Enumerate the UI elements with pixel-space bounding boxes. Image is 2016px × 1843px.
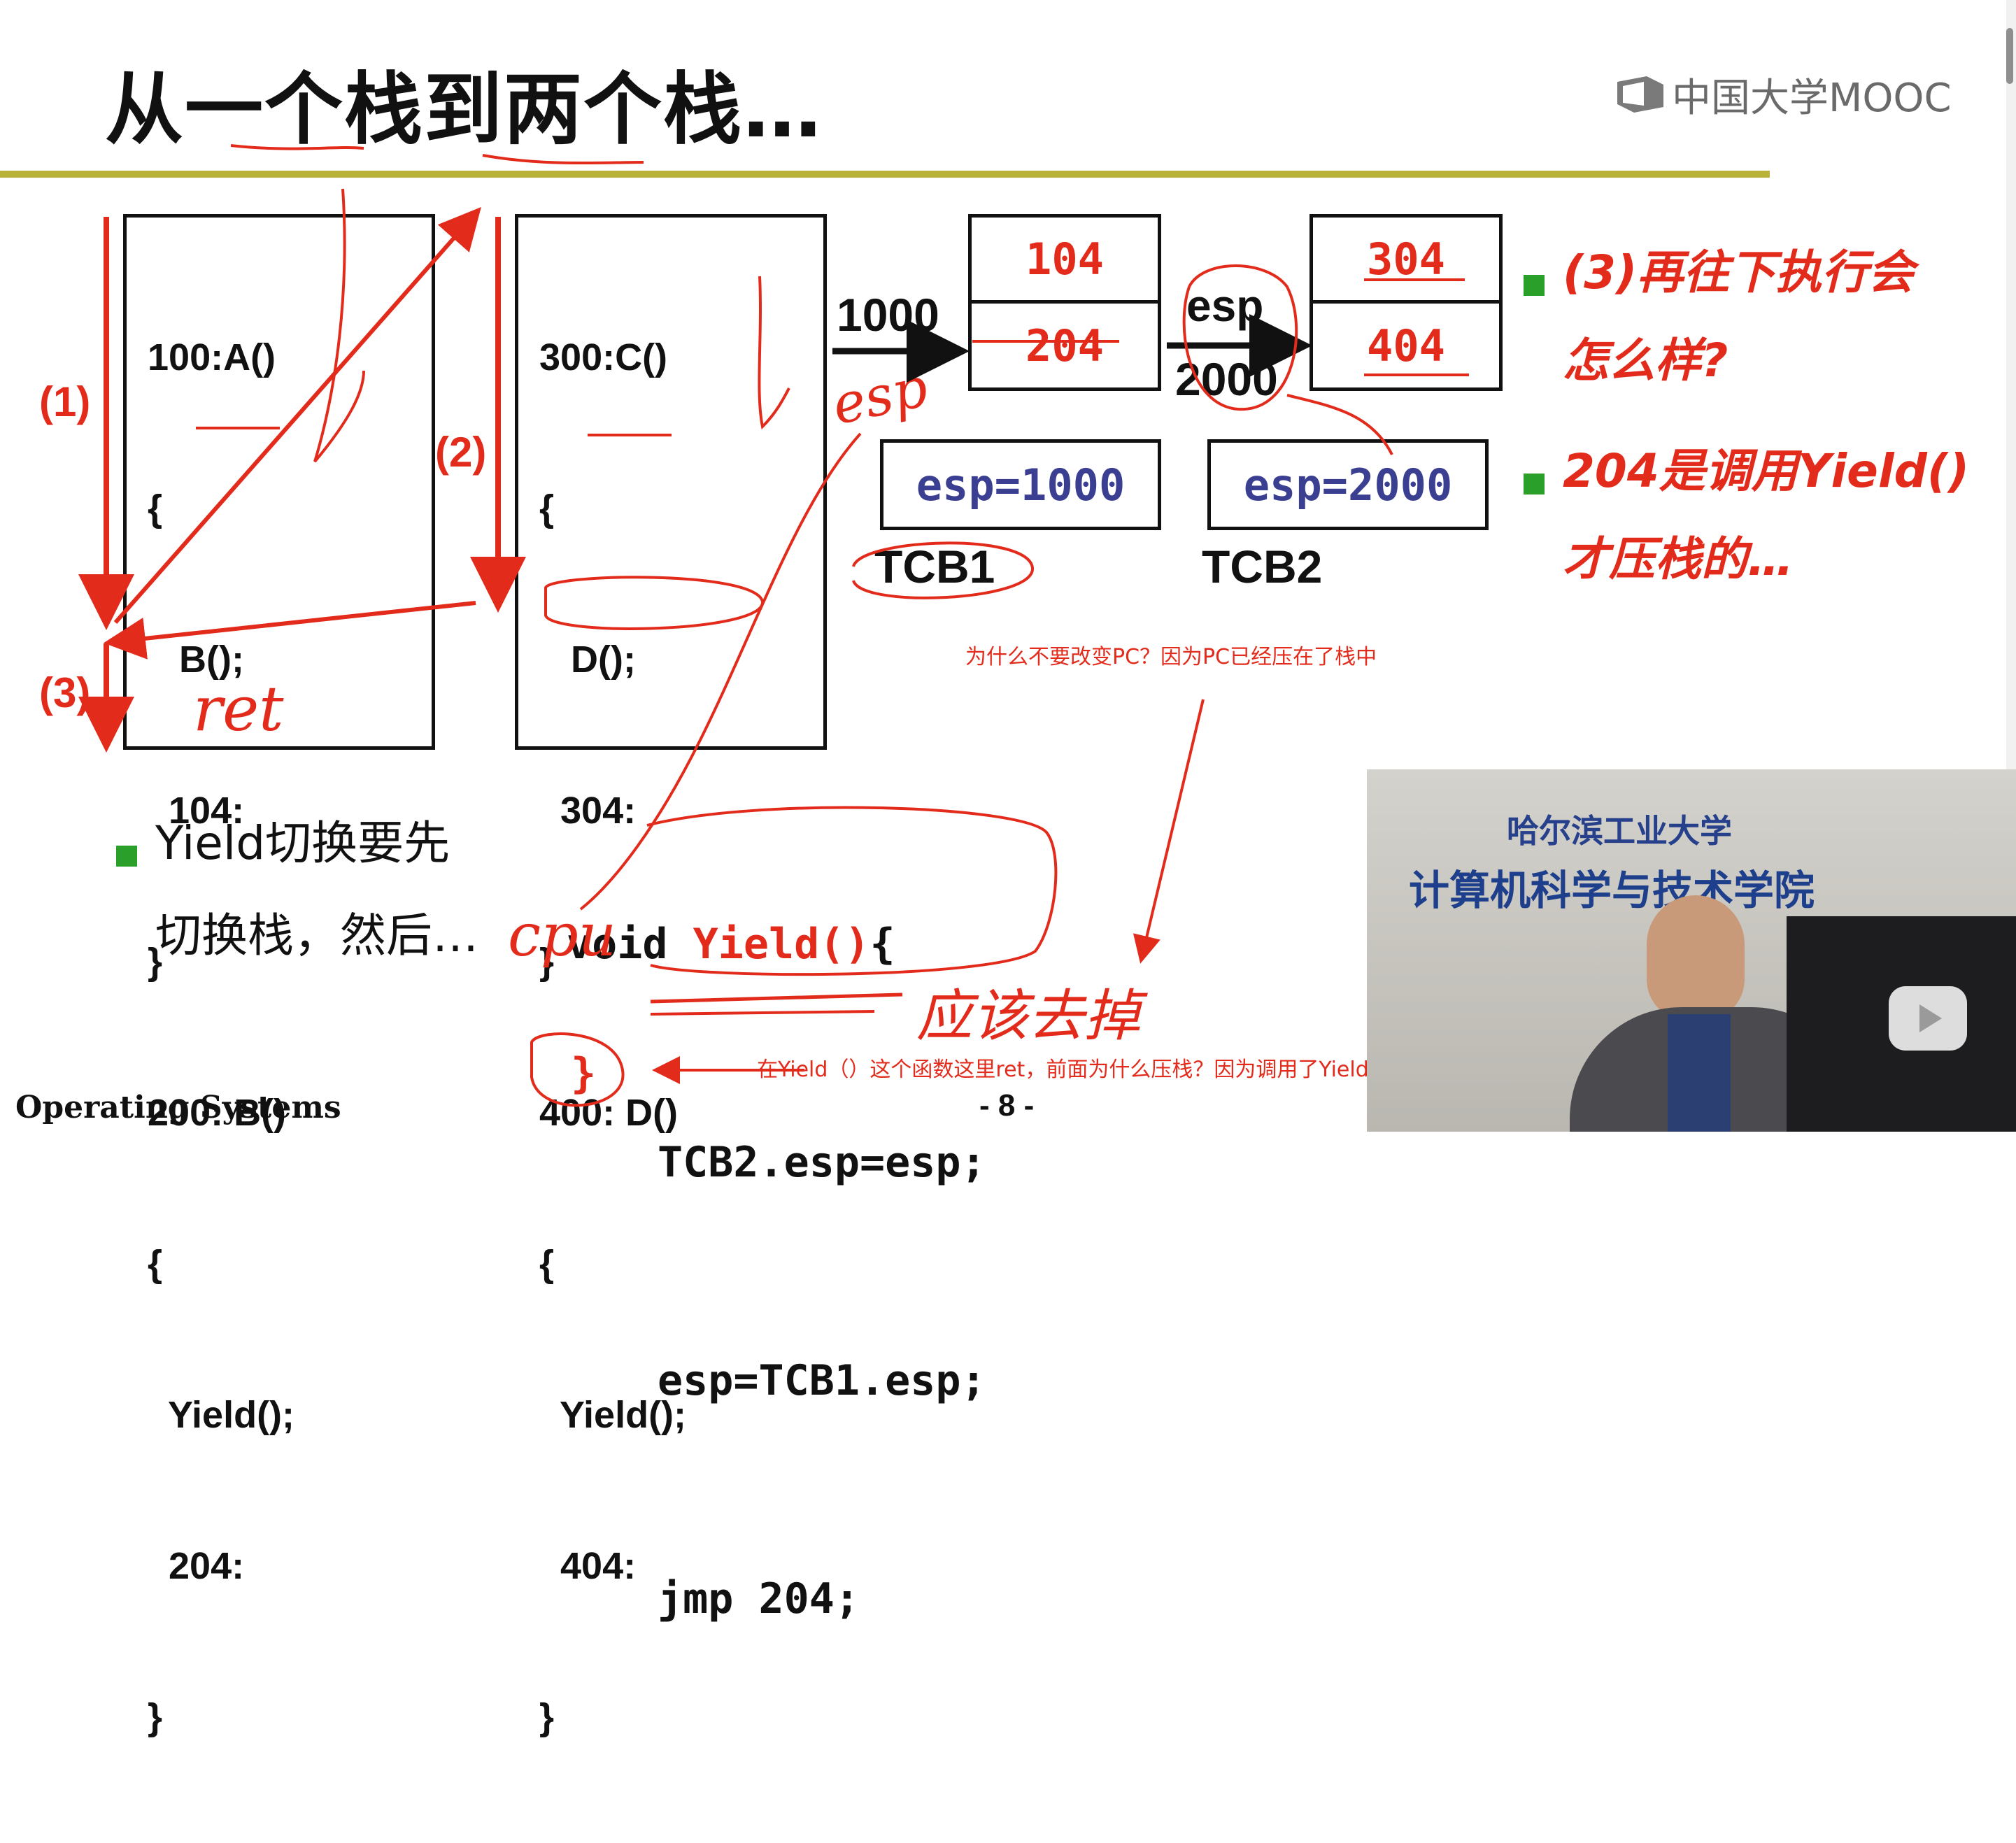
ink-circle-esp2000 <box>1182 264 1298 411</box>
ink-circle-tcb1 <box>852 541 1035 599</box>
page-number: - 8 - <box>979 1088 1035 1123</box>
mooc-logo: 中国大学MOOC <box>1616 70 1952 121</box>
lecturer-video[interactable]: 哈尔滨工业大学 计算机科学与技术学院 <box>1367 769 2016 1132</box>
arrow-diagonal <box>113 206 481 624</box>
code-line: } <box>148 1696 163 1738</box>
ink-curve-to-tcb2 <box>1286 394 1393 455</box>
stack1-bottom-cell: 204 <box>968 300 1161 391</box>
code-line: B(); <box>148 639 244 681</box>
left-bullet: Yield切换要先 切换栈，然后… <box>116 806 478 965</box>
ink-circle-close <box>530 1032 625 1107</box>
remove-note: 应该去掉 <box>916 983 1140 1048</box>
video-university-name: 哈尔滨工业大学 <box>1507 812 1732 850</box>
bullet-text: 才压栈的… <box>1563 532 1794 586</box>
mooc-logo-icon <box>1617 76 1663 113</box>
yield-close-brace: } <box>571 1049 597 1098</box>
yield-name: Yield() <box>693 920 870 969</box>
step-label-2: (2) <box>435 429 487 476</box>
code-line: 100:A() <box>148 336 276 378</box>
code-line: 300:C() <box>539 336 668 378</box>
yield-line-3: jmp 204; <box>658 1574 860 1623</box>
ink-circle-yield <box>544 576 765 630</box>
yield-line-1: TCB2.esp=esp; <box>658 1138 986 1187</box>
stack2-top-cell: 304 <box>1309 214 1503 304</box>
yield-header: void Yield(){ <box>567 908 986 981</box>
right-bullet-2: 204是调用Yield() 才压栈的… <box>1524 434 1969 589</box>
tcb2-box: esp=2000 <box>1207 439 1489 530</box>
right-bullet-1: (3)再往下执行会 怎么样? <box>1524 235 1914 390</box>
comment-ret: 在Yield（）这个函数这里ret，前面为什么压栈？因为调用了Yield（） <box>757 1058 1411 1082</box>
ink-underline-title <box>230 144 644 165</box>
logo-text: 中国大学MOOC <box>1672 75 1952 121</box>
code-line: 400: D() <box>539 1092 679 1134</box>
code-line: { <box>539 488 555 529</box>
slide-title: 从一个栈到两个栈… <box>105 64 823 155</box>
code-line: 304: <box>539 790 637 832</box>
handwritten-cpu: cpu <box>508 901 616 969</box>
tcb1-box: esp=1000 <box>880 439 1161 530</box>
title-rule <box>0 171 1770 178</box>
code-line: { <box>148 1243 163 1285</box>
code-line: { <box>148 488 163 529</box>
code-line: } <box>148 941 163 983</box>
bullet-text: Yield切换要先 <box>155 816 450 870</box>
bullet-text: (3)再往下执行会 <box>1563 246 1915 299</box>
step-label-1: (1) <box>39 378 91 425</box>
scrollbar-thumb[interactable] <box>2006 28 2013 84</box>
play-icon[interactable] <box>1889 986 1967 1051</box>
bullet-text: 怎么样? <box>1563 334 1728 387</box>
code-line: D(); <box>539 639 636 681</box>
comment-pc: 为什么不要改变PC？因为PC已经压在了栈中 <box>965 645 1377 669</box>
annotation-overlay <box>78 144 1469 1107</box>
footer-left: Operating Systems <box>15 1090 341 1125</box>
yield-line-2: esp=TCB1.esp; <box>658 1356 986 1405</box>
ink-bracket-code <box>646 806 1058 976</box>
stack2-bottom-cell: 404 <box>1309 300 1503 391</box>
code-line: 204: <box>148 1545 245 1587</box>
video-banner: 计算机科学与技术学院 <box>1409 867 1815 914</box>
bullet-square-icon <box>116 845 137 867</box>
bullet-text: 切换栈，然后… <box>155 909 478 962</box>
code-line: } <box>539 941 555 983</box>
code-line: Yield(); <box>148 1394 295 1436</box>
code-line: 200: B() <box>148 1092 287 1134</box>
bullet-square-icon <box>1524 473 1545 494</box>
bullet-text: 204是调用Yield() <box>1563 444 1970 498</box>
handwritten-ret: ret <box>193 673 284 745</box>
ink-arrow-comment-pc <box>1133 699 1205 964</box>
yield-void: void <box>567 920 693 969</box>
tcb1-label: TCB1 <box>874 541 995 592</box>
yield-brace: { <box>869 920 895 969</box>
ink-squiggle-box1 <box>313 188 365 463</box>
bullet-square-icon <box>1524 274 1545 296</box>
tcb2-label: TCB2 <box>1202 541 1323 592</box>
ink-strike-jmp-2 <box>650 1010 875 1016</box>
ink-squiggle-box2 <box>758 276 790 430</box>
ink-line-esp-to-cpu <box>579 432 862 911</box>
arrow-return <box>104 601 476 660</box>
code-line: 104: <box>148 790 245 832</box>
ink-strike-jmp <box>650 992 903 1004</box>
